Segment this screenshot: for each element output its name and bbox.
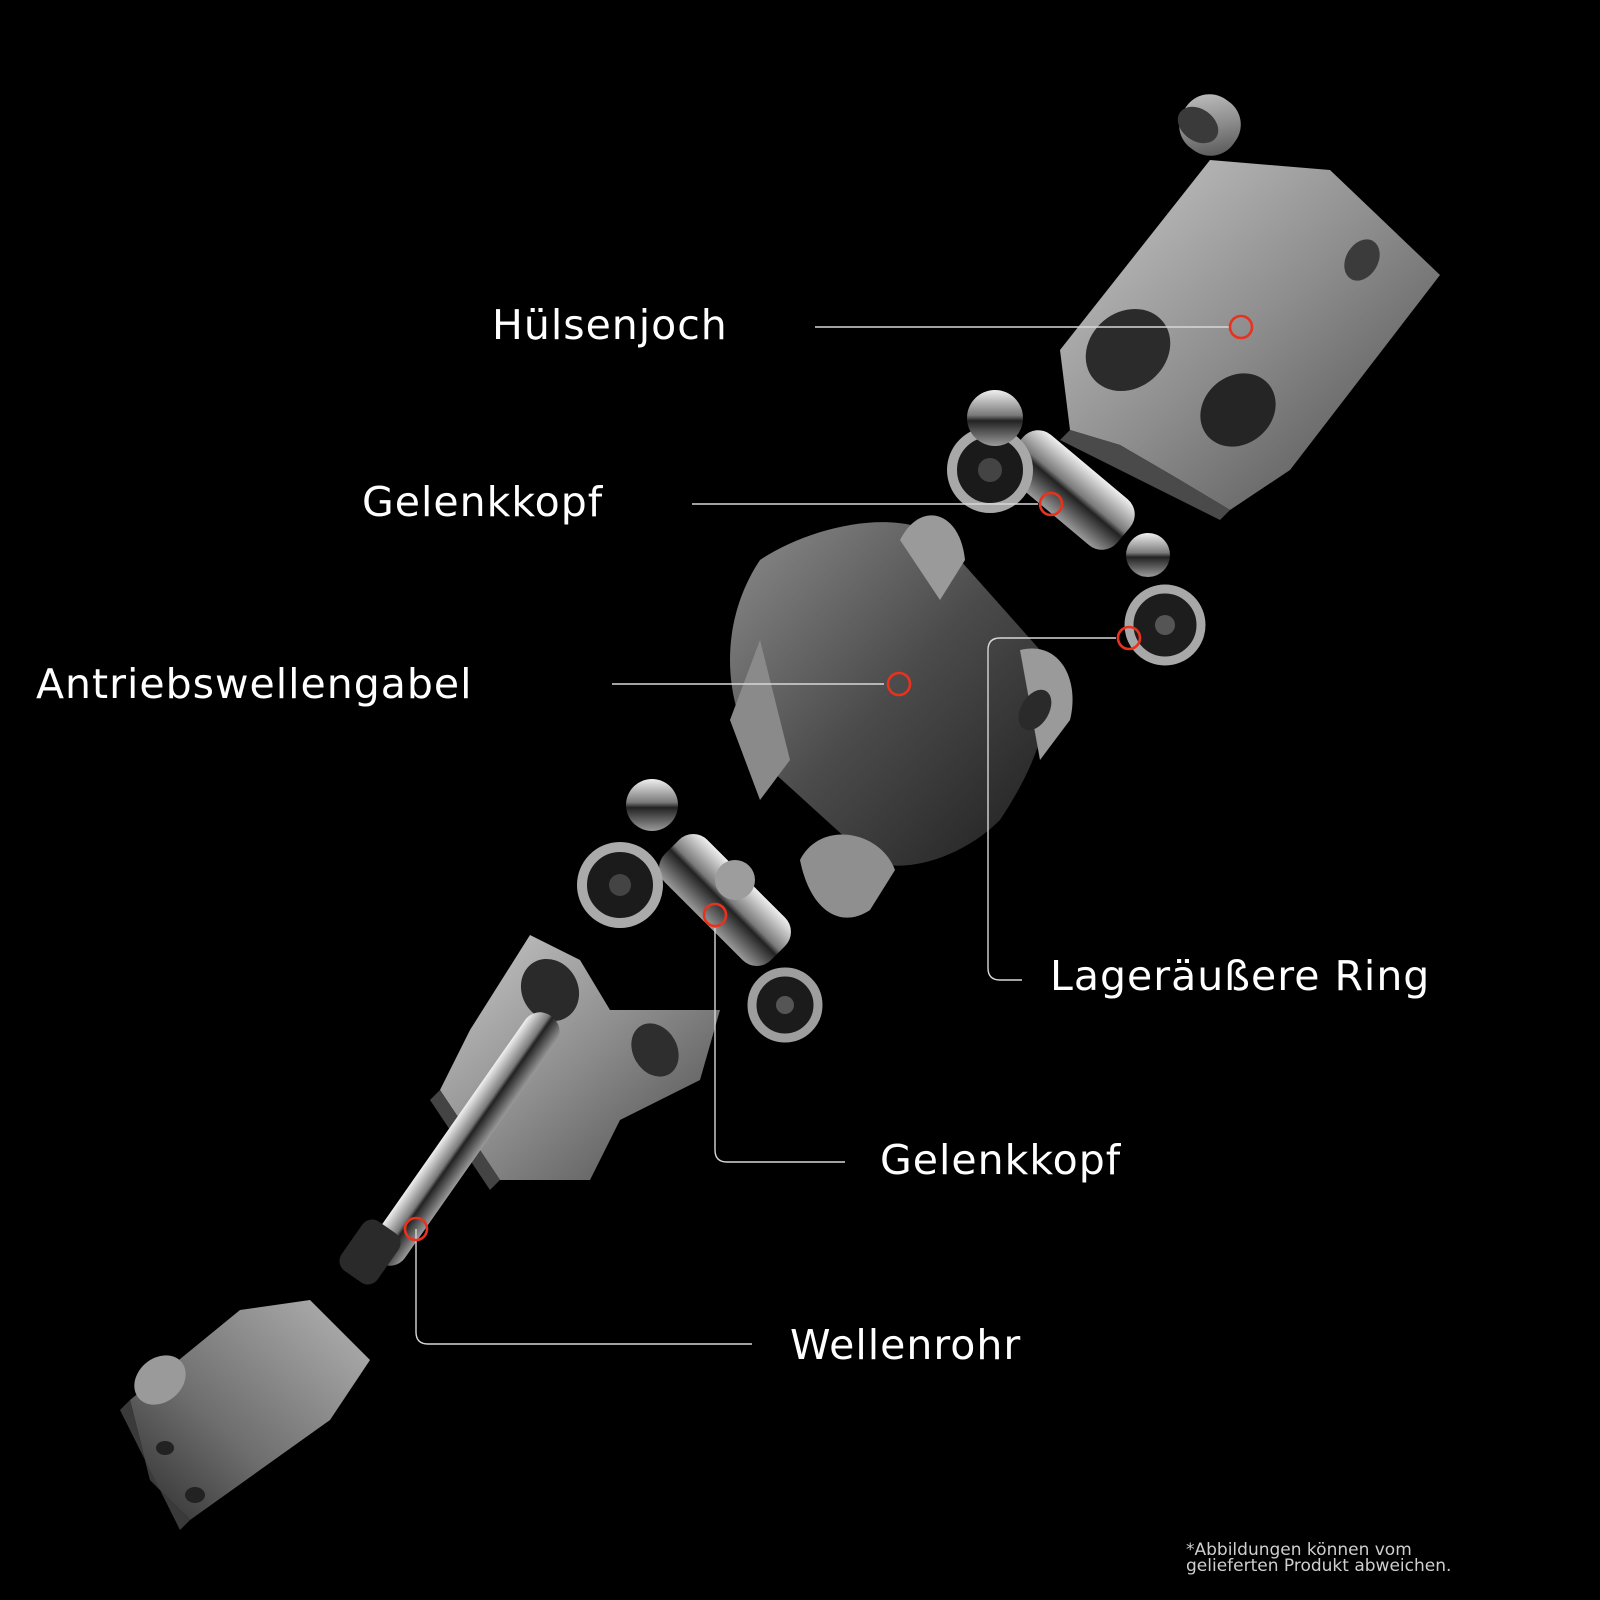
- marker-antriebswellengabel: [886, 671, 912, 697]
- label-gelenkkopf-upper: Gelenkkopf: [362, 478, 604, 526]
- marker-huelsenjoch: [1228, 314, 1254, 340]
- label-lageraeussere-ring: Lageräußere Ring: [1050, 952, 1431, 1000]
- gelenkkopf-lower-part: [577, 779, 823, 1043]
- leader-lines: [415, 326, 1230, 1345]
- wellenrohr-part: [339, 1012, 560, 1285]
- label-antriebswellengabel: Antriebswellengabel: [36, 660, 473, 708]
- marker-wellenrohr: [403, 1216, 429, 1242]
- gelenkkopf-upper-part: [947, 390, 1206, 666]
- markers: [403, 314, 1254, 1242]
- antriebswellengabel-part: [730, 515, 1073, 918]
- huelsenjoch-part: [1060, 94, 1440, 520]
- marker-gelenkkopf-lower: [702, 902, 728, 928]
- leader-wellenrohr: [415, 1229, 752, 1345]
- label-wellenrohr: Wellenrohr: [790, 1321, 1022, 1369]
- disclaimer: *Abbildungen können vom gelieferten Prod…: [1186, 1540, 1586, 1576]
- leader-gelenkkopf-lower: [714, 928, 845, 1163]
- marker-gelenkkopf-upper: [1038, 491, 1064, 517]
- label-huelsenjoch: Hülsenjoch: [492, 301, 728, 349]
- label-gelenkkopf-lower: Gelenkkopf: [880, 1136, 1122, 1184]
- disclaimer-line-2: gelieferten Produkt abweichen.: [1186, 1556, 1452, 1576]
- marker-lageraeussere-ring: [1116, 625, 1142, 651]
- disclaimer-line-1: *Abbildungen können vom: [1186, 1540, 1412, 1560]
- end-block-part: [120, 1300, 370, 1530]
- leader-lageraeussere-ring: [987, 637, 1116, 981]
